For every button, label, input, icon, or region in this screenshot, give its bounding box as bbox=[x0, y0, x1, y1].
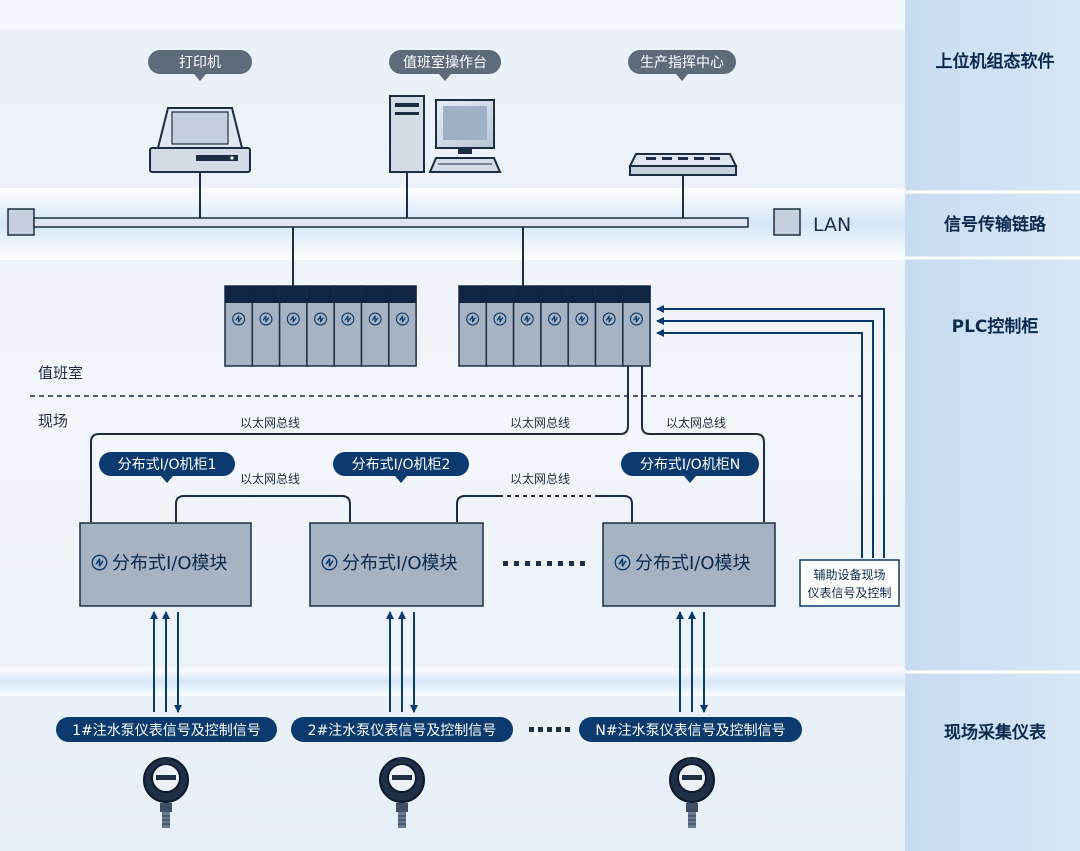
cabinet-label-2-bubble: 分布式I/O机柜2 bbox=[333, 452, 469, 483]
ethernet-cabling bbox=[90, 366, 765, 522]
pressure-transmitter-icon bbox=[669, 757, 715, 828]
plc-module-slot bbox=[388, 285, 417, 367]
workstation-label-bubble: 值班室操作台 bbox=[389, 50, 501, 81]
instrument-ellipsis bbox=[529, 727, 570, 732]
lan-label: LAN bbox=[813, 214, 851, 236]
plc-module-slot bbox=[540, 285, 569, 367]
printer-label-bubble: 打印机 bbox=[148, 50, 252, 81]
io-module-2-label: 分布式I/O模块 bbox=[342, 553, 458, 574]
ethernet-label-2: 以太网总线 bbox=[510, 415, 570, 430]
cabinet-label-1: 分布式I/O机柜1 bbox=[118, 457, 217, 473]
plc-rack-right bbox=[458, 285, 651, 367]
aux-label-line2: 仪表信号及控制 bbox=[807, 586, 891, 600]
module-ellipsis bbox=[503, 561, 585, 566]
band-label-plc: PLC控制柜 bbox=[952, 316, 1039, 337]
band-label-signal: 信号传输链路 bbox=[944, 214, 1047, 235]
aux-label-line1: 辅助设备现场 bbox=[813, 568, 885, 582]
plc-module-slot bbox=[485, 285, 515, 367]
instrument-label-1: 1#注水泵仪表信号及控制信号 bbox=[72, 723, 261, 739]
ethernet-label-4: 以太网总线 bbox=[240, 471, 300, 486]
aux-signal-lines bbox=[656, 305, 885, 558]
workstation-label: 值班室操作台 bbox=[403, 54, 487, 71]
instrument-label-1-pill: 1#注水泵仪表信号及控制信号 bbox=[56, 717, 277, 742]
ethernet-label-1: 以太网总线 bbox=[240, 415, 300, 430]
io-module-n-label: 分布式I/O模块 bbox=[635, 553, 751, 574]
pressure-transmitter-icon bbox=[379, 757, 425, 828]
plc-module-slot bbox=[278, 285, 308, 367]
plc-rack-left bbox=[224, 285, 417, 367]
ethernet-label-3: 以太网总线 bbox=[666, 415, 726, 430]
workstation-pc-icon bbox=[389, 95, 502, 173]
cabinet-label-2: 分布式I/O机柜2 bbox=[352, 457, 451, 473]
plc-module-slot bbox=[306, 285, 335, 367]
printer-label: 打印机 bbox=[179, 54, 221, 71]
lan-legend-swatch bbox=[773, 208, 801, 236]
signal-arrows-2 bbox=[386, 611, 418, 713]
command-center-label: 生产指挥中心 bbox=[640, 55, 724, 71]
cabinet-label-n: 分布式I/O机柜N bbox=[640, 457, 740, 473]
cabinet-label-n-bubble: 分布式I/O机柜N bbox=[621, 452, 759, 483]
plc-module-slot bbox=[622, 285, 651, 367]
ethernet-label-5: 以太网总线 bbox=[510, 471, 570, 486]
command-center-label-bubble: 生产指挥中心 bbox=[628, 50, 736, 81]
plc-module-slot bbox=[251, 285, 281, 367]
io-module-2: 分布式I/O模块 bbox=[309, 522, 484, 607]
aux-label-box: 辅助设备现场 仪表信号及控制 bbox=[799, 559, 900, 607]
printer-icon bbox=[149, 107, 251, 173]
plc-module-slot bbox=[567, 285, 597, 367]
io-module-1: 分布式I/O模块 bbox=[79, 522, 252, 607]
plc-module-slot bbox=[333, 285, 363, 367]
plc-module-slot bbox=[512, 285, 542, 367]
instrument-label-2-pill: 2#注水泵仪表信号及控制信号 bbox=[291, 717, 513, 742]
pressure-transmitter-icon bbox=[143, 757, 189, 828]
signal-arrows-n bbox=[676, 611, 708, 713]
band-label-upper: 上位机组态软件 bbox=[936, 51, 1055, 72]
instrument-label-n: N#注水泵仪表信号及控制信号 bbox=[595, 723, 785, 739]
duty-room-label: 值班室 bbox=[38, 364, 83, 382]
plc-module-slot bbox=[224, 285, 254, 367]
instrument-label-n-pill: N#注水泵仪表信号及控制信号 bbox=[579, 717, 802, 742]
side-panel bbox=[905, 0, 1080, 851]
field-label: 现场 bbox=[38, 412, 68, 430]
signal-arrows-1 bbox=[150, 611, 182, 713]
band-label-field: 现场采集仪表 bbox=[944, 722, 1047, 743]
plc-module-slot bbox=[594, 285, 624, 367]
plc-module-slot bbox=[360, 285, 390, 367]
io-module-n: 分布式I/O模块 bbox=[602, 522, 776, 607]
instrument-label-2: 2#注水泵仪表信号及控制信号 bbox=[308, 723, 497, 739]
cabinet-label-1-bubble: 分布式I/O机柜1 bbox=[99, 452, 235, 483]
plc-module-slot bbox=[458, 285, 488, 367]
lan-bus: LAN bbox=[7, 208, 851, 236]
io-module-1-label: 分布式I/O模块 bbox=[112, 553, 228, 574]
switch-icon bbox=[628, 153, 738, 176]
